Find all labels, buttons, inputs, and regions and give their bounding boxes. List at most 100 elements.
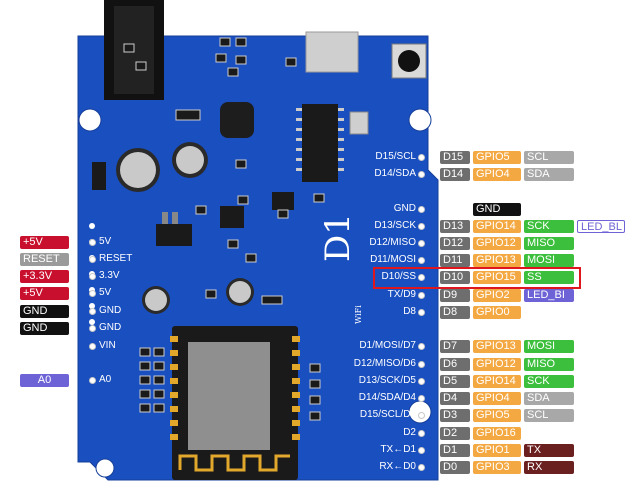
- right-pin-dot: [418, 240, 425, 247]
- usb-connector: [305, 31, 359, 73]
- func-tag: MISO: [524, 237, 574, 250]
- left-pin-label: RESET: [99, 253, 133, 264]
- func-tag: RX: [524, 461, 574, 474]
- right-pin-dot: [418, 361, 425, 368]
- gpio-tag: GPIO5: [473, 151, 521, 164]
- right-pin-dot: [418, 309, 425, 316]
- mount-hole-tr: [408, 108, 432, 132]
- func-tag: SDA: [524, 168, 574, 181]
- left-pin-tag: +3.3V: [20, 270, 69, 283]
- func-tag: MOSI: [524, 254, 574, 267]
- gpio-tag: GPIO4: [473, 168, 521, 181]
- left-pin-tag: GND: [20, 305, 69, 318]
- gpio-tag: GPIO13: [473, 340, 521, 353]
- gpio-tag: GPIO14: [473, 220, 521, 233]
- analog-pin-label: A0: [99, 374, 112, 385]
- right-pin-label: D14/SDA/D4: [358, 392, 416, 403]
- left-pin-dot: [89, 256, 96, 263]
- right-pin-label: D1/MOSI/D7: [359, 340, 416, 351]
- dnum-tag: D8: [440, 306, 470, 319]
- right-pin-dot: [418, 430, 425, 437]
- gpio-tag: GPIO15: [473, 271, 521, 284]
- dnum-tag: D7: [440, 340, 470, 353]
- right-pin-dot: [418, 154, 425, 161]
- left-pin-tag: +5V: [20, 287, 69, 300]
- right-pin-label: D10/SS: [381, 271, 416, 282]
- gpio-tag: GPIO1: [473, 444, 521, 457]
- left-pin-tag: GND: [20, 322, 69, 335]
- capacitor-small-1: [142, 286, 170, 314]
- analog-pin-tag: A0: [20, 374, 69, 387]
- left-pin-label: 3.3V: [99, 270, 120, 281]
- capacitor-large: [116, 148, 160, 192]
- right-pin-label: D14/SDA: [374, 168, 416, 179]
- capacitor-medium: [172, 142, 208, 178]
- analog-pin-dot: [89, 377, 96, 384]
- func-tag: MISO: [524, 358, 574, 371]
- right-pin-dot: [418, 395, 425, 402]
- capacitor-small-2: [226, 278, 254, 306]
- gpio-tag: GPIO4: [473, 392, 521, 405]
- left-pin-dot: [89, 343, 96, 350]
- dnum-tag: D3: [440, 409, 470, 422]
- right-pin-label: D15/SCL/D3: [359, 409, 416, 420]
- led-bl-tag: LED_BL: [577, 220, 625, 233]
- right-pin-label: D2: [403, 427, 416, 438]
- right-pin-dot: [418, 171, 425, 178]
- right-pin-dot: [418, 292, 425, 299]
- right-pin-label: D13/SCK: [374, 220, 416, 231]
- left-pin-dot: [89, 308, 96, 315]
- regulator: [156, 224, 192, 246]
- right-pin-dot: [418, 447, 425, 454]
- left-pin-dot: [89, 273, 96, 280]
- right-pin-dot: [418, 206, 425, 213]
- right-pin-dot: [418, 257, 425, 264]
- mount-hole-tl: [78, 108, 102, 132]
- dnum-tag: D5: [440, 375, 470, 388]
- right-pin-dot: [418, 378, 425, 385]
- left-pin-dot: [89, 290, 96, 297]
- right-pin-label: TX/D9: [387, 289, 416, 300]
- gpio-tag: GPIO3: [473, 461, 521, 474]
- dnum-tag: D15: [440, 151, 470, 164]
- gpio-tag: GPIO12: [473, 237, 521, 250]
- highlight-d10-ss: [373, 267, 581, 289]
- left-pin-label: 5V: [99, 236, 112, 247]
- right-pin-dot: [418, 464, 425, 471]
- dnum-tag: D14: [440, 168, 470, 181]
- crystal: [349, 111, 369, 135]
- func-tag: LED_BI: [524, 289, 574, 302]
- right-pin-dot: [418, 343, 425, 350]
- left-pin-tag: +5V: [20, 236, 69, 249]
- gpio-tag: GPIO0: [473, 306, 521, 319]
- right-pin-label: D12/MISO: [369, 237, 416, 248]
- gnd-tag: GND: [473, 203, 521, 216]
- func-tag: SCL: [524, 409, 574, 422]
- diode: [92, 162, 106, 190]
- gpio-tag: GPIO12: [473, 358, 521, 371]
- small-chip-1: [220, 206, 244, 228]
- right-pin-label: D8: [403, 306, 416, 317]
- left-pin-label: GND: [99, 322, 122, 333]
- gpio-tag: GPIO5: [473, 409, 521, 422]
- dnum-tag: D4: [440, 392, 470, 405]
- func-tag: SCL: [524, 151, 574, 164]
- usb-chip: [302, 104, 338, 182]
- func-tag: SCK: [524, 220, 574, 233]
- gpio-tag: GPIO13: [473, 254, 521, 267]
- pcb-body: [77, 35, 439, 481]
- right-pin-label: D13/SCK/D5: [358, 375, 416, 386]
- gpio-tag: GPIO2: [473, 289, 521, 302]
- right-pin-label: D12/MISO/D6: [353, 358, 416, 369]
- right-pin-dot: [418, 412, 425, 419]
- right-pin-dot: [418, 274, 425, 281]
- dnum-tag: D9: [440, 289, 470, 302]
- gpio-tag: GPIO14: [473, 375, 521, 388]
- dnum-tag: D0: [440, 461, 470, 474]
- gpio-tag: GPIO16: [473, 427, 521, 440]
- left-pin-label: VIN: [99, 340, 116, 351]
- left-pin-label: GND: [99, 305, 122, 316]
- small-chip-2: [272, 192, 294, 210]
- esp-antenna: [178, 454, 290, 472]
